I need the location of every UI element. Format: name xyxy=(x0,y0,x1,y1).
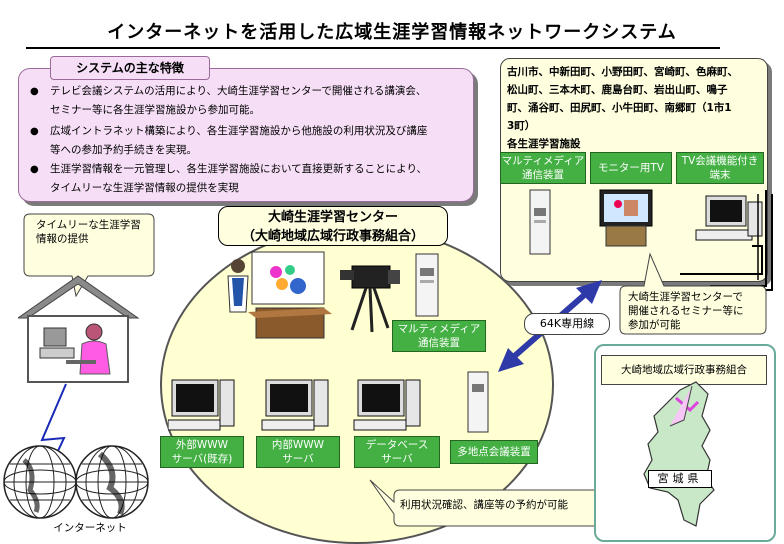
server-label-line: 外部WWW xyxy=(175,439,229,451)
server-label-line: サーバ xyxy=(282,453,314,465)
person-at-pc-icon xyxy=(39,323,111,375)
towns-line: 松山町、三本木町、鹿島台町、岩出山町、鳴子 xyxy=(507,84,728,96)
title-divider xyxy=(26,47,720,49)
dedicated-line-label: 64K専用線 xyxy=(524,313,610,335)
center-multimedia-device-icon xyxy=(415,253,439,317)
towns-line: 3町） xyxy=(507,120,536,132)
timely-callout: タイムリーな生涯学習 情報の提供 xyxy=(36,218,156,246)
callout-text: 情報の提供 xyxy=(36,233,89,245)
feature-text: タイムリーな生涯学習情報の提供を実現 xyxy=(50,182,239,194)
towns-line: 町、涌谷町、田尻町、小牛田町、南郷町（1市1 xyxy=(507,102,732,114)
monitor-tv-label: モニター用TV xyxy=(590,152,672,184)
multimedia-device-label: マルティメディア通信装置 xyxy=(500,152,586,184)
callout-text: タイムリーな生涯学習 xyxy=(36,219,141,231)
tv-conference-terminal-label: TV会議機能付き端末 xyxy=(676,152,764,184)
internet-globe-icon xyxy=(3,445,149,519)
feature-text: 等への参加予約手続きを実現。 xyxy=(50,144,197,156)
seminar-callout-bubble xyxy=(619,252,767,335)
database-server-label: データベース サーバ xyxy=(354,436,440,468)
server-computer-icon xyxy=(261,379,329,431)
seminar-callout-text: 大崎生涯学習センターで 開催されるセミナー等に 参加が可能 xyxy=(628,290,768,332)
facilities-label: 各生涯学習施設 xyxy=(507,138,581,150)
bullet-icon: ● xyxy=(30,86,39,97)
internet-label: インターネット xyxy=(53,522,127,534)
feature-text: セミナー等に各生涯学習施設から参加可能。 xyxy=(50,104,260,116)
usage-callout-text: 利用状況確認、講座等の予約が可能 xyxy=(400,499,568,511)
video-camera-icon xyxy=(340,265,400,333)
facility-equipment-illustration xyxy=(529,189,763,275)
multipoint-device-icon xyxy=(467,371,489,433)
callout-text: 大崎生涯学習センターで xyxy=(628,291,743,303)
learning-center-title: 大崎生涯学習センター （大崎地域広域行政事務組合） xyxy=(218,206,448,246)
server-computer-icon xyxy=(353,379,421,431)
multimedia-device-icon xyxy=(529,189,551,255)
lecture-illustration xyxy=(227,251,332,339)
miyagi-map-icon xyxy=(643,381,715,527)
center-name: 大崎生涯学習センター xyxy=(267,210,398,225)
server-label-line: 内部WWW xyxy=(271,439,325,451)
feature-text: テレビ会議システムの活用により、大崎生涯学習センターで開催される講演会、 xyxy=(50,85,427,97)
features-panel xyxy=(18,68,474,202)
page-title: インターネットを活用した広域生涯学習情報ネットワークシステム xyxy=(107,22,677,43)
towns-line: 古川市、中新田町、小野田町、宮崎町、色麻町、 xyxy=(507,66,738,78)
bullet-icon: ● xyxy=(30,126,39,137)
regional-association-label: 大崎地域広域行政事務組合 xyxy=(601,355,767,385)
server-label-line: サーバ(既存) xyxy=(171,453,233,465)
features-heading: システムの主な特徴 xyxy=(50,56,210,80)
server-computers-illustration xyxy=(168,379,421,431)
feature-text: 生涯学習情報を一元管理し、各生涯学習施設において直接更新することにより、 xyxy=(50,163,428,175)
server-computer-icon xyxy=(168,379,235,431)
center-multimedia-label: マルティメディア通信装置 xyxy=(392,320,486,352)
feature-text: 広域イントラネット構築により、各生涯学習施設から他施設の利用状況及び講座 xyxy=(50,125,428,137)
presenter-icon xyxy=(231,259,245,273)
internal-www-server-label: 内部WWW サーバ xyxy=(256,436,340,468)
server-label-line: サーバ xyxy=(381,453,413,465)
callout-text: 参加が可能 xyxy=(628,319,681,331)
server-label-line: データベース xyxy=(365,439,429,451)
external-www-server-label: 外部WWW サーバ(既存) xyxy=(160,436,244,468)
home-user-illustration xyxy=(18,213,155,499)
prefecture-label: 宮城県 xyxy=(648,470,712,488)
member-towns-list: 古川市、中新田町、小野田町、宮崎町、色麻町、 松山町、三本木町、鹿島台町、岩出山… xyxy=(507,63,761,153)
callout-text: 開催されるセミナー等に xyxy=(628,305,744,317)
center-org-name: （大崎地域広域行政事務組合） xyxy=(241,229,424,244)
bullet-icon: ● xyxy=(30,164,39,175)
stacked-panels-shadow xyxy=(680,245,763,275)
multipoint-conference-label: 多地点会議装置 xyxy=(450,440,538,464)
monitor-tv-icon xyxy=(599,189,653,247)
tv-conference-pc-icon xyxy=(695,195,763,241)
